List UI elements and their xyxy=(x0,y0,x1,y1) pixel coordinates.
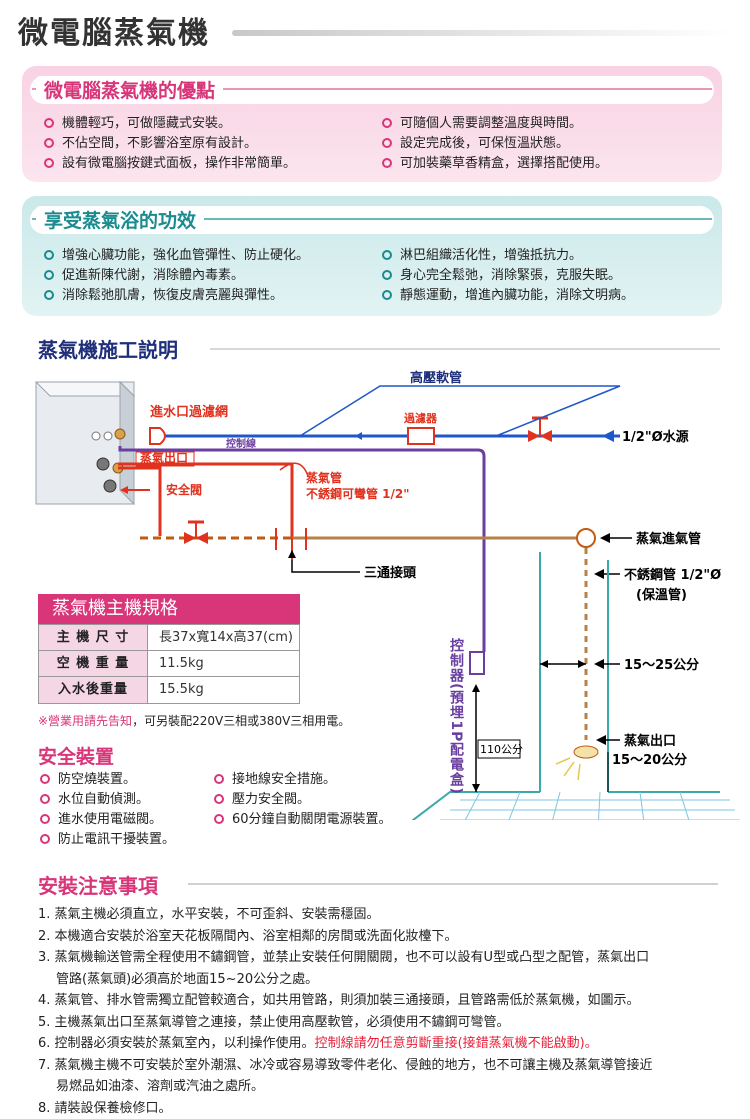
note-item: 1. 蒸氣主機必須直立，水平安裝，不可歪斜、安裝需穩固。 xyxy=(38,904,728,926)
bullet-icon xyxy=(382,158,392,168)
label-filter: 過濾器 xyxy=(403,411,438,425)
bullet-icon xyxy=(44,290,54,300)
advantages-panel: 微電腦蒸氣機的優點 機體輕巧，可做隱藏式安裝。 不佔空間，不影響浴室原有設計。 … xyxy=(22,66,722,182)
bullet-icon xyxy=(214,794,224,804)
steam-machine-icon xyxy=(36,382,134,504)
label-outlet: 蒸氣出口 xyxy=(624,733,676,749)
label-control-wire: 控制線 xyxy=(226,437,256,450)
bullet-icon xyxy=(382,138,392,148)
note-item: 6. 控制器必須安裝於蒸氣室內，以利操作使用。控制線請勿任意剪斷重接(接錯蒸氣機… xyxy=(38,1033,728,1055)
table-row: 入水後重量 15.5kg xyxy=(38,676,300,704)
label-height-range: 15〜25公分 xyxy=(624,657,699,673)
note-warning: 控制線請勿任意剪斷重接(接錯蒸氣機不能啟動)。 xyxy=(315,1036,598,1051)
bullet-icon xyxy=(44,138,54,148)
label-outlet-range: 15〜20公分 xyxy=(612,752,687,768)
note-item-continued: 易燃品如油漆、溶劑或汽油之處所。 xyxy=(38,1076,728,1098)
list-item: 設有微電腦按鍵式面板，操作非常簡單。 xyxy=(44,154,296,174)
label-three-way: 三通接頭 xyxy=(364,565,417,581)
list-item: 60分鐘自動關閉電源裝置。 xyxy=(214,810,392,830)
advantages-header: 微電腦蒸氣機的優點 xyxy=(22,74,722,108)
label-insulation: (保溫管) xyxy=(636,587,687,603)
list-item: 接地線安全措施。 xyxy=(214,770,392,790)
list-item: 防空燒裝置。 xyxy=(40,770,175,790)
construction-title: 蒸氣機施工説明 xyxy=(38,334,178,363)
note-item-continued: 管路(蒸氣頭)必須高於地面15~20公分之處。 xyxy=(38,969,728,991)
benefits-right-list: 淋巴組織活化性，增強抵抗力。 身心完全鬆弛，消除緊張，克服失眠。 靜態運動，增進… xyxy=(382,246,634,306)
label-controller: 控制器(預埋1P配電盒) xyxy=(448,637,465,794)
construction-divider xyxy=(210,348,720,350)
install-notes: 1. 蒸氣主機必須直立，水平安裝，不可歪斜、安裝需穩固。 2. 本機適合安裝於浴… xyxy=(38,904,728,1119)
safety-left-list: 防空燒裝置。 水位自動偵測。 進水使用電磁閥。 防止電訊干擾裝置。 xyxy=(40,770,175,850)
bullet-icon xyxy=(40,794,50,804)
table-row: 空 機 重 量 11.5kg xyxy=(38,650,300,678)
table-row: 主 機 尺 寸 長37x寬14x高37(cm) xyxy=(38,624,300,652)
list-item: 可隨個人需要調整溫度與時間。 xyxy=(382,114,608,134)
install-title: 安裝注意事項 xyxy=(38,870,158,899)
bullet-icon xyxy=(40,814,50,824)
bullet-icon xyxy=(40,834,50,844)
advantages-right-list: 可隨個人需要調整溫度與時間。 設定完成後，可保恆溫狀態。 可加裝藥草香精盒，選擇… xyxy=(382,114,608,174)
label-water-source: 1/2"Ø水源 xyxy=(622,429,689,445)
list-item: 身心完全鬆弛，消除緊張，克服失眠。 xyxy=(382,266,634,286)
list-item: 促進新陳代謝，消除體內毒素。 xyxy=(44,266,309,286)
list-item: 進水使用電磁閥。 xyxy=(40,810,175,830)
bullet-icon xyxy=(44,118,54,128)
label-flex-pipe: 不銹鋼可彎管 1/2" xyxy=(306,486,410,501)
list-item: 消除鬆弛肌膚，恢復皮膚亮麗與彈性。 xyxy=(44,286,309,306)
advantages-title: 微電腦蒸氣機的優點 xyxy=(36,76,223,103)
steam-nozzle-icon xyxy=(556,746,598,780)
benefits-title: 享受蒸氣浴的功效 xyxy=(36,206,204,233)
label-steam-pipe: 蒸氣管 xyxy=(306,470,342,485)
bullet-icon xyxy=(382,250,392,260)
note-item: 3. 蒸氣機輸送管需全程使用不鏽鋼管，並禁止安裝任何開關閥，也不可以設有U型或凸… xyxy=(38,947,728,969)
bullet-icon xyxy=(214,814,224,824)
label-hose: 高壓軟管 xyxy=(410,370,462,386)
list-item: 壓力安全閥。 xyxy=(214,790,392,810)
bullet-icon xyxy=(382,290,392,300)
safety-right-list: 接地線安全措施。 壓力安全閥。 60分鐘自動關閉電源裝置。 xyxy=(214,770,392,830)
list-item: 增強心臟功能，強化血管彈性、防止硬化。 xyxy=(44,246,309,266)
page-title: 微電腦蒸氣機 xyxy=(18,8,210,52)
bullet-icon xyxy=(44,250,54,260)
install-divider xyxy=(188,883,718,885)
note-item: 7. 蒸氣機主機不可安裝於室外潮濕、冰冷或容易導致零件老化、侵蝕的地方，也不可讓… xyxy=(38,1055,728,1077)
title-divider xyxy=(232,30,732,36)
spec-title: 蒸氣機主機規格 xyxy=(38,594,300,624)
label-safety-valve: 安全閥 xyxy=(166,482,202,497)
note-item: 8. 請裝設保養檢修口。 xyxy=(38,1098,728,1119)
bullet-icon xyxy=(40,774,50,784)
bullet-icon xyxy=(214,774,224,784)
note-item: 2. 本機適合安裝於浴室天花板隔間內、浴室相鄰的房間或洗面化妝檯下。 xyxy=(38,926,728,948)
label-height-110: 110公分 xyxy=(480,743,523,756)
benefits-left-list: 增強心臟功能，強化血管彈性、防止硬化。 促進新陳代謝，消除體內毒素。 消除鬆弛肌… xyxy=(44,246,309,306)
benefits-panel: 享受蒸氣浴的功效 增強心臟功能，強化血管彈性、防止硬化。 促進新陳代謝，消除體內… xyxy=(22,196,722,316)
list-item: 不佔空間，不影響浴室原有設計。 xyxy=(44,134,296,154)
steam-valve-icon xyxy=(184,522,208,544)
list-item: 機體輕巧，可做隱藏式安裝。 xyxy=(44,114,296,134)
bullet-icon xyxy=(44,270,54,280)
note-item: 4. 蒸氣管、排水管需獨立配管較適合，如共用管路，則須加裝三通接頭，且管路需低於… xyxy=(38,990,728,1012)
list-item: 設定完成後，可保恆溫狀態。 xyxy=(382,134,608,154)
label-steam-inlet-pipe: 蒸氣進氣管 xyxy=(636,531,701,547)
bullet-icon xyxy=(382,270,392,280)
safety-title: 安全裝置 xyxy=(38,742,114,769)
list-item: 防止電訊干擾裝置。 xyxy=(40,830,175,850)
bullet-icon xyxy=(382,118,392,128)
list-item: 可加裝藥草香精盒，選擇搭配使用。 xyxy=(382,154,608,174)
spec-note: ※營業用請先告知，可另裝配220V三相或380V三相用電。 xyxy=(38,712,350,729)
list-item: 水位自動偵測。 xyxy=(40,790,175,810)
note-item: 5. 主機蒸氣出口至蒸氣導管之連接，禁止使用高壓軟管，必須使用不鏽鋼可彎管。 xyxy=(38,1012,728,1034)
label-inlet-filter: 進水口過濾網 xyxy=(150,404,228,420)
bullet-icon xyxy=(44,158,54,168)
label-stainless-pipe: 不銹鋼管 1/2"Ø xyxy=(624,567,721,583)
list-item: 淋巴組織活化性，增強抵抗力。 xyxy=(382,246,634,266)
list-item: 靜態運動，增進內臟功能，消除文明病。 xyxy=(382,286,634,306)
advantages-left-list: 機體輕巧，可做隱藏式安裝。 不佔空間，不影響浴室原有設計。 設有微電腦按鍵式面板… xyxy=(44,114,296,174)
benefits-header: 享受蒸氣浴的功效 xyxy=(22,204,722,238)
